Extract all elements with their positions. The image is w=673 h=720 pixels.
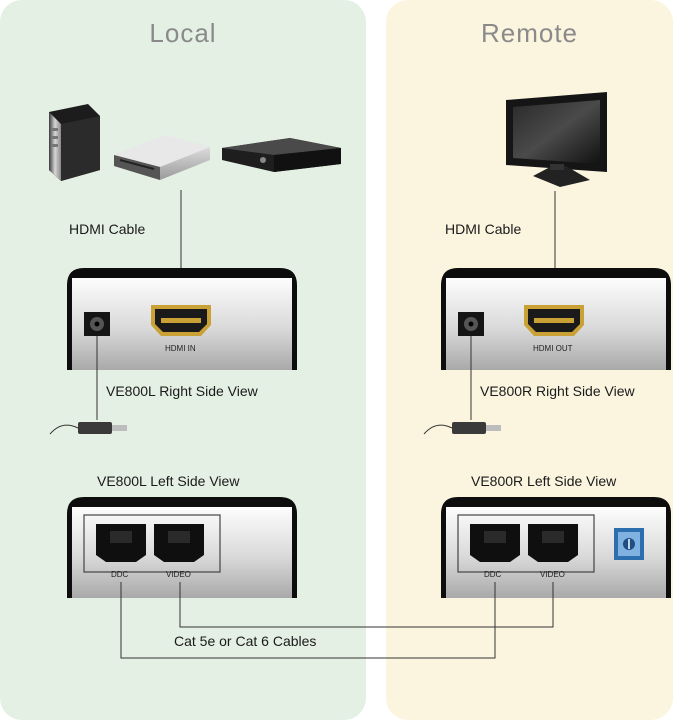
media-player-icon xyxy=(222,138,341,172)
monitor-icon xyxy=(506,92,607,187)
ve800r-left-view-label: VE800R Left Side View xyxy=(471,473,617,489)
local-hdmi-cable-label: HDMI Cable xyxy=(69,221,146,237)
hdmi-out-label: HDMI OUT xyxy=(533,344,573,353)
remote-ddc-label: DDC xyxy=(484,570,502,579)
ve800r-right-side-unit xyxy=(441,268,671,370)
remote-video-label: VIDEO xyxy=(540,570,565,579)
ve800l-right-view-label: VE800L Right Side View xyxy=(106,383,258,399)
rj45-port-icon xyxy=(470,524,520,562)
power-jack-icon xyxy=(84,312,110,336)
rj45-port-icon xyxy=(96,524,146,562)
hdmi-port-icon xyxy=(524,305,584,336)
rj45-port-icon xyxy=(154,524,204,562)
ve800l-left-side-unit xyxy=(67,497,297,598)
cables-label: Cat 5e or Cat 6 Cables xyxy=(174,633,317,649)
ve800r-left-side-unit xyxy=(441,497,671,598)
hdmi-in-label: HDMI IN xyxy=(165,344,196,353)
hdmi-port-icon xyxy=(151,305,211,336)
power-adapter-icon xyxy=(49,422,127,435)
local-video-label: VIDEO xyxy=(166,570,191,579)
dvd-player-icon xyxy=(114,135,210,180)
remote-title: Remote xyxy=(480,18,579,48)
ve800l-right-side-unit xyxy=(67,268,297,370)
local-ddc-label: DDC xyxy=(111,570,129,579)
power-adapter-icon xyxy=(423,422,501,435)
remote-hdmi-cable-label: HDMI Cable xyxy=(445,221,522,237)
ve800l-left-view-label: VE800L Left Side View xyxy=(97,473,240,489)
ve800r-right-view-label: VE800R Right Side View xyxy=(480,383,635,399)
rj45-port-icon xyxy=(528,524,578,562)
cat-cable-lines xyxy=(120,582,554,659)
local-title: Local xyxy=(149,18,217,48)
dip-switch-icon xyxy=(614,528,644,560)
pc-tower-icon xyxy=(49,104,100,181)
power-jack-icon xyxy=(458,312,484,336)
